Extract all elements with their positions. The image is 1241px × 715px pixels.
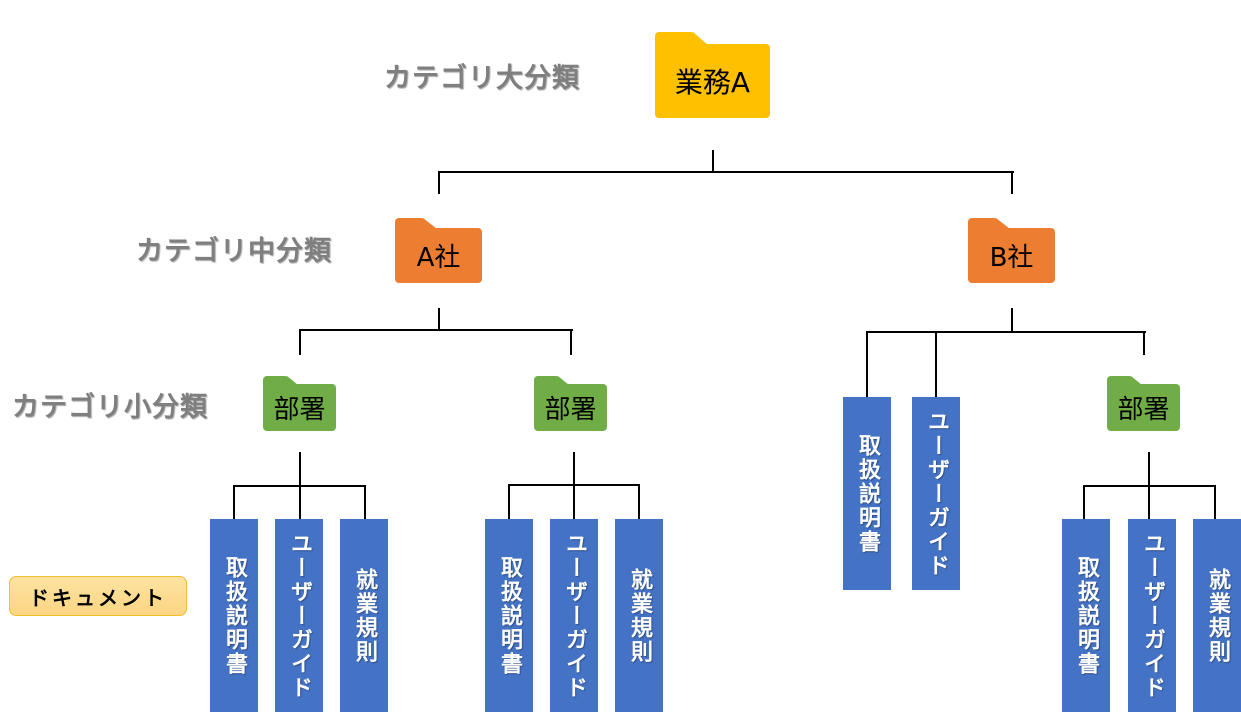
root-folder[interactable]: 業務A (655, 32, 770, 118)
document-label: ユーザーガイド (562, 531, 587, 700)
folder-tab-slope (996, 218, 1010, 229)
document-label: 取扱説明書 (855, 433, 880, 554)
document-manual[interactable]: 取扱説明書 (210, 519, 258, 712)
company-folder-b[interactable]: B社 (968, 218, 1055, 283)
document-user-guide[interactable]: ユーザーガイド (912, 397, 960, 590)
document-label: 取扱説明書 (1074, 555, 1099, 676)
document-label: ユーザーガイド (924, 409, 949, 578)
folder-tab-slope (693, 32, 709, 46)
document-label: 就業規則 (627, 567, 652, 664)
department-folder[interactable]: 部署 (534, 376, 607, 431)
connector (364, 485, 366, 519)
level-label-small: カテゴリ小分類 (12, 392, 208, 423)
document-user-guide[interactable]: ユーザーガイド (1128, 519, 1176, 712)
connector (438, 171, 440, 194)
department-label: 部署 (534, 384, 607, 431)
connector (1143, 331, 1145, 355)
company-b-label: B社 (968, 228, 1055, 283)
connector (1011, 171, 1013, 194)
connector (1083, 485, 1085, 519)
connector (233, 485, 235, 519)
connector (508, 484, 640, 486)
document-user-guide[interactable]: ユーザーガイド (550, 519, 598, 712)
document-manual[interactable]: 取扱説明書 (1062, 519, 1110, 712)
folder-tab-slope (1131, 376, 1142, 385)
connector (712, 150, 714, 173)
connector (570, 329, 572, 355)
connector (299, 329, 573, 331)
root-folder-label: 業務A (655, 44, 770, 118)
connector (299, 329, 301, 355)
folder-tab-slope (423, 218, 437, 229)
document-user-guide[interactable]: ユーザーガイド (275, 519, 323, 712)
document-label: 取扱説明書 (222, 555, 247, 676)
connector (508, 484, 510, 519)
connector (866, 331, 1146, 333)
department-label: 部署 (263, 384, 336, 431)
department-folder[interactable]: 部署 (263, 376, 336, 431)
level-label-medium: カテゴリ中分類 (136, 236, 332, 267)
company-folder-a[interactable]: A社 (395, 218, 482, 283)
folder-tab-slope (287, 376, 298, 385)
connector (1083, 485, 1216, 487)
document-label: ユーザーガイド (1140, 531, 1165, 700)
document-work-rules[interactable]: 就業規則 (615, 519, 663, 712)
connector (1011, 308, 1013, 333)
connector (233, 485, 366, 487)
document-work-rules[interactable]: 就業規則 (340, 519, 388, 712)
document-label: 就業規則 (1205, 567, 1230, 664)
department-label: 部署 (1107, 384, 1180, 431)
connector (438, 308, 440, 331)
connector (866, 331, 868, 397)
company-a-label: A社 (395, 228, 482, 283)
connector (438, 171, 1014, 173)
document-legend-badge: ドキュメント (9, 576, 187, 616)
department-folder[interactable]: 部署 (1107, 376, 1180, 431)
folder-tab-slope (558, 376, 569, 385)
document-label: ユーザーガイド (287, 531, 312, 700)
connector (935, 331, 937, 397)
document-manual[interactable]: 取扱説明書 (843, 397, 891, 590)
document-label: 取扱説明書 (497, 555, 522, 676)
connector (1214, 485, 1216, 519)
document-work-rules[interactable]: 就業規則 (1193, 519, 1241, 712)
level-label-large: カテゴリ大分類 (384, 63, 580, 94)
document-manual[interactable]: 取扱説明書 (485, 519, 533, 712)
connector (638, 484, 640, 519)
document-label: 就業規則 (352, 567, 377, 664)
